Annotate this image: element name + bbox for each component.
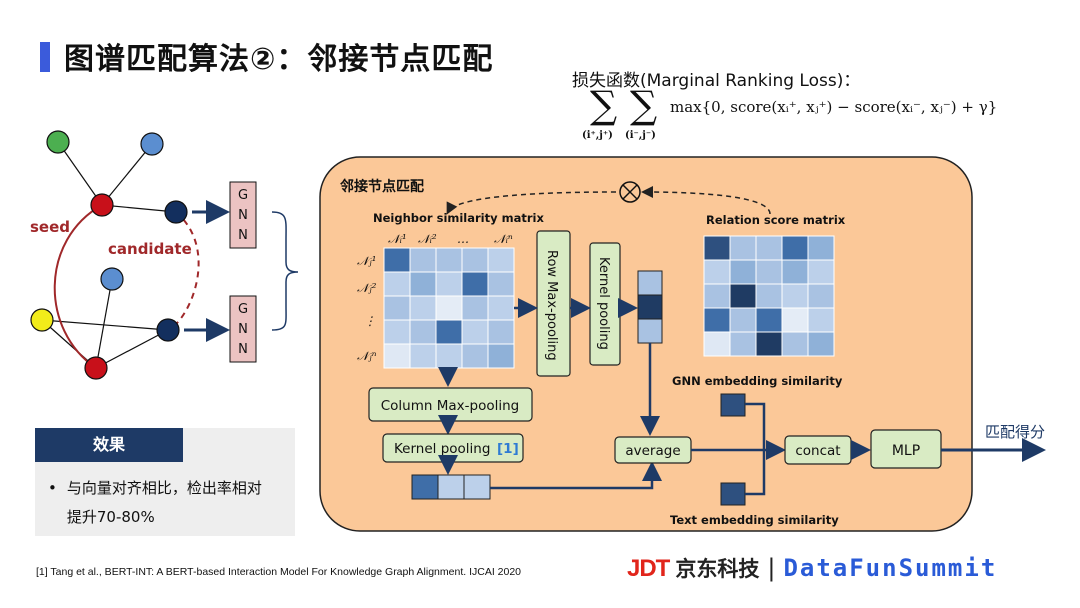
graph-node [46, 130, 70, 154]
svg-text:𝒩ᵢ¹: 𝒩ᵢ¹ [388, 232, 407, 246]
neighbor-similarity-matrix [383, 247, 515, 369]
effect-body: • 与向量对齐相比，检出率相对提升70-80% [48, 474, 288, 532]
svg-text:N: N [238, 322, 248, 337]
jd-tech-name: 京东科技 [675, 557, 760, 581]
effect-heading: 效果 [35, 428, 183, 462]
graph-node [140, 132, 164, 156]
svg-text:G: G [238, 188, 248, 203]
gnn-block-top: G N N [229, 181, 257, 249]
svg-text:𝒩ⱼ²: 𝒩ⱼ² [357, 281, 377, 295]
svg-text:Row Max-pooling: Row Max-pooling [544, 250, 559, 361]
neighbor-matrix-label: Neighbor similarity matrix [373, 211, 544, 225]
gnn-embedding-cell [720, 393, 746, 417]
loss-formula: ∑ ∑ (i⁺,j⁺) (i⁻,j⁻) max{0, score(xᵢ⁺, xⱼ… [582, 83, 997, 141]
seed-label: seed [30, 218, 70, 236]
graph-nodes [30, 130, 188, 380]
svg-text:G: G [238, 302, 248, 317]
column-maxpool-label: Column Max-pooling [381, 398, 520, 414]
effect-text: 与向量对齐相比，检出率相对提升70-80% [66, 479, 262, 526]
concat-label: concat [795, 443, 840, 459]
text-embedding-cell [720, 482, 746, 506]
candidate-node [156, 318, 180, 342]
svg-text:∑: ∑ [630, 83, 657, 127]
matrix-row-headers: 𝒩ⱼ¹ 𝒩ⱼ² ⋮ 𝒩ⱼⁿ [357, 254, 377, 363]
otimes-icon [619, 181, 641, 203]
mlp-label: MLP [892, 443, 920, 459]
sum2-subscript: (i⁻,j⁻) [625, 130, 656, 141]
text-embedding-label: Text embedding similarity [670, 513, 839, 527]
citation-ref: [1] [497, 441, 519, 457]
output-label: 匹配得分 [985, 423, 1045, 441]
svg-text:∑: ∑ [590, 83, 617, 127]
svg-text:Kernel pooling: Kernel pooling [596, 257, 611, 350]
seed-node [90, 193, 114, 217]
candidate-node [164, 200, 188, 224]
svg-text:⋮: ⋮ [364, 314, 376, 328]
footnote: [1] Tang et al., BERT-INT: A BERT-based … [36, 566, 522, 578]
candidate-label: candidate [108, 240, 192, 258]
brand-separator: | [767, 554, 776, 582]
svg-text:𝒩ᵢ²: 𝒩ᵢ² [418, 232, 437, 246]
sum1-subscript: (i⁺,j⁺) [582, 130, 613, 141]
svg-text:N: N [238, 228, 248, 243]
seed-node [84, 356, 108, 380]
matrix-column-headers: 𝒩ᵢ¹ 𝒩ᵢ² … 𝒩ᵢⁿ [388, 232, 513, 246]
title-accent-bar [40, 42, 50, 72]
svg-text:𝒩ⱼⁿ: 𝒩ⱼⁿ [357, 349, 377, 363]
svg-text:N: N [238, 208, 248, 223]
datafun-logo: DataFunSummit [783, 554, 998, 582]
page-title: 图谱匹配算法②：邻接节点匹配 [64, 42, 494, 77]
kernel-vector-horizontal [411, 474, 491, 500]
graph-node [100, 267, 124, 291]
svg-text:𝒩ᵢⁿ: 𝒩ᵢⁿ [494, 232, 513, 246]
svg-text:N: N [238, 342, 248, 357]
relation-matrix-label: Relation score matrix [706, 213, 846, 227]
relation-score-matrix [703, 235, 835, 357]
svg-text:…: … [457, 232, 469, 246]
bullet-icon: • [48, 479, 57, 497]
merge-brace [271, 211, 299, 331]
formula-body: max{0, score(xᵢ⁺, xⱼ⁺) − score(xᵢ⁻, xⱼ⁻)… [670, 98, 997, 116]
average-label: average [625, 443, 680, 459]
svg-text:𝒩ⱼ¹: 𝒩ⱼ¹ [357, 254, 376, 268]
panel-title: 邻接节点匹配 [340, 178, 424, 195]
gnn-block-bottom: G N N [229, 295, 257, 363]
jdt-logo: JDT [627, 555, 670, 582]
kernel-vector-vertical [637, 270, 663, 344]
graph-node [30, 308, 54, 332]
kernel-pooling-label: Kernel pooling [394, 441, 490, 457]
gnn-embedding-label: GNN embedding similarity [672, 374, 843, 388]
loss-function-label: 损失函数(Marginal Ranking Loss)： [572, 71, 861, 91]
